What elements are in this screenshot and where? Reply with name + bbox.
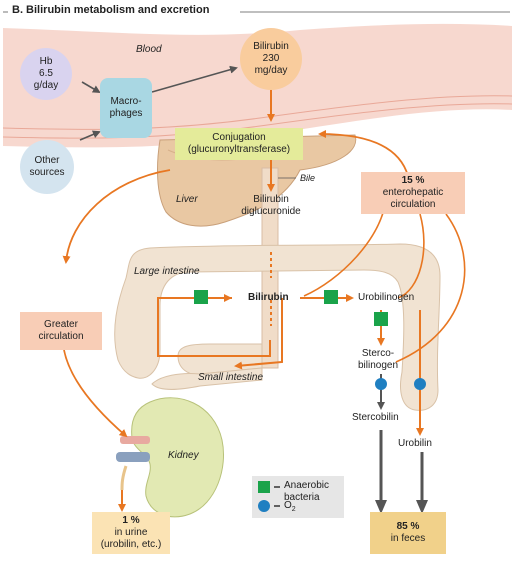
legend-o2-label: O2 bbox=[284, 500, 296, 516]
stercobilin-label: Stercobilin bbox=[352, 412, 399, 423]
region-small-intestine: Small intestine bbox=[198, 372, 264, 383]
legend-o2-swatch bbox=[258, 500, 270, 512]
enterohepatic-percent: 15 % bbox=[401, 175, 425, 186]
macrophages-node: Macro- phages bbox=[100, 78, 152, 138]
legend-o2-text: O bbox=[284, 500, 292, 511]
figure-title: B. Bilirubin metabolism and excretion bbox=[12, 4, 214, 16]
feces-output-node: 85 % in feces bbox=[370, 512, 446, 554]
hb-node: Hb 6.5 g/day bbox=[20, 48, 72, 100]
legend-bacteria-label: Anaerobic bacteria bbox=[284, 480, 330, 503]
feces-percent: 85 % bbox=[396, 521, 420, 532]
region-large-intestine: Large intestine bbox=[134, 266, 200, 277]
urobilin-label: Urobilin bbox=[398, 438, 432, 449]
conjugation-node: Conjugation (glucuronyltransferase) bbox=[175, 128, 303, 160]
bilirubin-blood-node: Bilirubin 230 mg/day bbox=[240, 28, 302, 90]
o2-marker-2 bbox=[414, 378, 426, 390]
other-sources-node: Other sources bbox=[20, 140, 74, 194]
o2-marker-1 bbox=[375, 378, 387, 390]
region-kidney: Kidney bbox=[168, 450, 199, 461]
bilirubin-intestine-label: Bilirubin bbox=[248, 292, 289, 303]
bilirubin-diglucuronide-label: Bilirubin diglucuronide bbox=[241, 194, 301, 217]
arrow-other-macro bbox=[79, 130, 101, 141]
legend-bacteria-swatch bbox=[258, 481, 270, 493]
urine-label: in urine (urobilin, etc.) bbox=[100, 527, 162, 550]
region-liver: Liver bbox=[176, 194, 198, 205]
arrow-hb-macro bbox=[81, 81, 101, 94]
enterohepatic-node: 15 % enterohepatic circulation bbox=[361, 172, 465, 214]
urine-output-node: 1 % in urine (urobilin, etc.) bbox=[92, 512, 170, 554]
enterohepatic-label: enterohepatic circulation bbox=[382, 187, 444, 210]
legend-o2-subscript: 2 bbox=[291, 506, 296, 513]
urobilinogen-label: Urobilinogen bbox=[358, 292, 415, 303]
bacteria-marker-1 bbox=[194, 290, 208, 304]
region-blood: Blood bbox=[136, 44, 162, 55]
renal-vessels bbox=[116, 452, 150, 462]
greater-circulation-node: Greater circulation bbox=[20, 312, 102, 350]
urine-percent: 1 % bbox=[122, 515, 140, 526]
stercobilinogen-label: Sterco- bilinogen bbox=[357, 348, 399, 371]
arrow-enterohepatic-conjugation bbox=[318, 130, 409, 177]
bacteria-marker-2 bbox=[324, 290, 338, 304]
feces-label: in feces bbox=[390, 533, 426, 544]
arrow-macro-bilirubin bbox=[151, 65, 238, 93]
region-bile: Bile bbox=[300, 173, 316, 183]
arrow-greater-circulation bbox=[62, 169, 171, 264]
bacteria-marker-3 bbox=[374, 312, 388, 326]
